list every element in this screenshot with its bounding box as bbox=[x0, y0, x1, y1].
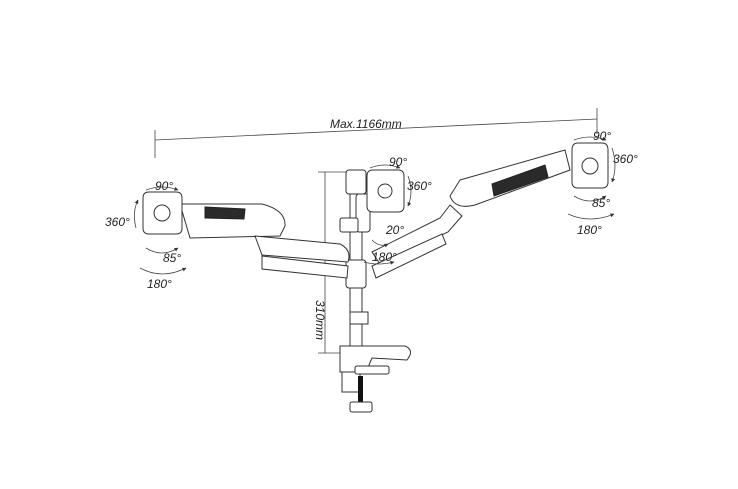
right-rotation-arrows bbox=[567, 136, 616, 220]
left-rotate-label: 360° bbox=[105, 215, 130, 229]
left-vesa-plate bbox=[142, 191, 183, 235]
center-arm-tilt-label: 20° bbox=[385, 223, 404, 237]
right-rotate-label: 360° bbox=[613, 152, 638, 166]
width-label: Max.1166mm bbox=[330, 117, 402, 131]
left-swivel-label: 85° bbox=[163, 251, 181, 265]
center-arm-swing-label: 180° bbox=[372, 250, 397, 264]
right-pan-label: 180° bbox=[577, 223, 602, 237]
left-pan-label: 180° bbox=[147, 277, 172, 291]
width-dimension: Max.1166mm bbox=[154, 108, 598, 158]
right-tilt-label: 90° bbox=[593, 129, 611, 143]
height-dimension: 310mm bbox=[313, 171, 352, 354]
center-vesa-plate bbox=[366, 169, 405, 213]
left-arm bbox=[179, 203, 350, 279]
left-tilt-label: 90° bbox=[155, 179, 173, 193]
center-tilt-label: 90° bbox=[389, 155, 407, 169]
height-label: 310mm bbox=[313, 300, 327, 340]
right-arm bbox=[371, 149, 571, 279]
right-vesa-plate bbox=[571, 142, 609, 189]
center-rotate-label: 360° bbox=[407, 179, 432, 193]
center-rotation-arrows bbox=[363, 164, 412, 265]
left-rotation-arrows bbox=[134, 186, 187, 275]
right-swivel-label: 85° bbox=[592, 196, 610, 210]
